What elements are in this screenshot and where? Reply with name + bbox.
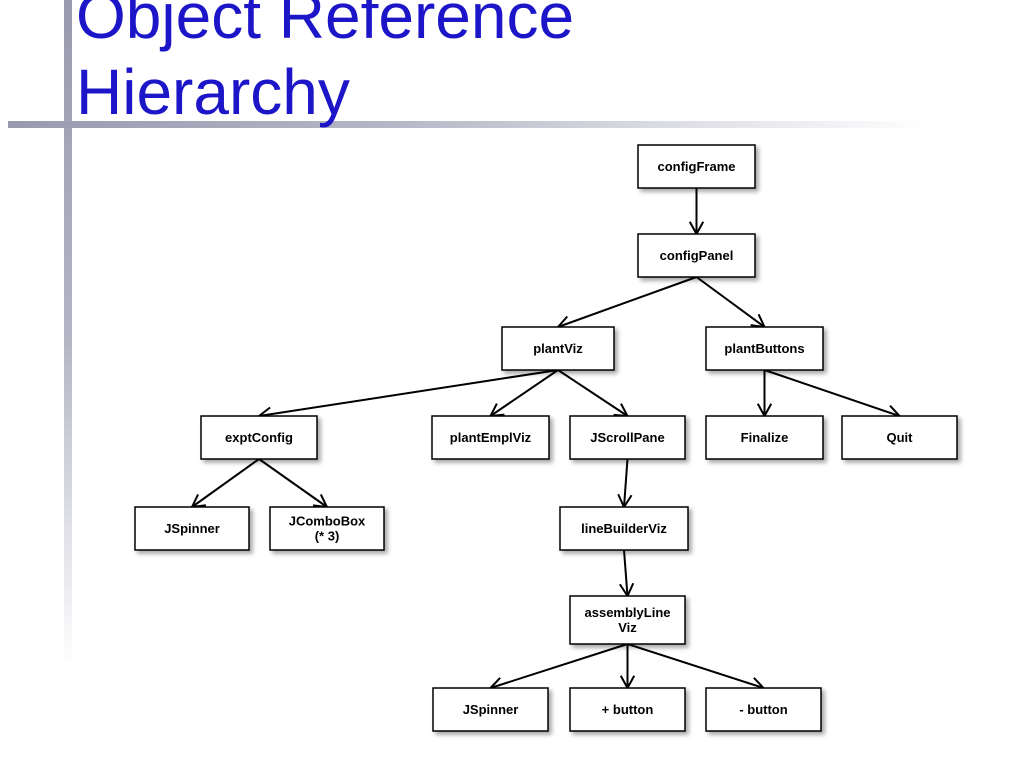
node-label: (* 3) [315,529,340,544]
node-label: plantViz [533,341,583,356]
node-quit: Quit [841,415,958,460]
edge-plant-buttons-to-finalize [756,370,773,419]
edge-line [557,276,697,328]
node-box [269,506,385,551]
edge-assembly-line-viz-to-minus-button [627,643,766,692]
node-label: exptConfig [225,430,293,445]
node-plant-empl-viz: plantEmplViz [431,415,550,460]
edge-plant-viz-to-jscroll-pane [557,369,630,418]
node-label: JSpinner [164,521,220,536]
node-label: Quit [887,430,914,445]
node-plus-button: + button [569,687,686,732]
node-minus-button: - button [705,687,822,732]
edge-line [191,458,260,508]
node-plant-viz: plantViz [501,326,615,371]
edge-line [623,458,629,508]
node-label: Finalize [741,430,789,445]
arrowhead-icon [613,403,630,418]
node-box [637,144,756,189]
edge-expt-config-to-jcombo-box [258,458,329,509]
node-config-frame: configFrame [637,144,756,189]
edge-line [695,276,766,328]
node-label: assemblyLine [585,605,671,620]
node-plant-buttons: plantButtons [705,326,824,371]
slide-title-line-1: Object Reference [76,0,575,52]
node-finalize: Finalize [705,415,824,460]
node-label: configFrame [657,159,735,174]
edge-line [258,369,559,417]
node-box [705,326,824,371]
node-box [569,687,686,732]
node-jscroll-pane: JScrollPane [569,415,686,460]
node-box [134,506,250,551]
diagram-nodes: configFrame configPanel plantViz plantButto… [134,144,958,732]
node-label: plantButtons [724,341,804,356]
node-box [501,326,615,371]
node-box [431,415,550,460]
node-label: JScrollPane [590,430,664,445]
edge-config-frame-to-config-panel [688,188,705,237]
node-box [705,415,824,460]
node-expt-config: exptConfig [200,415,318,460]
edge-line [627,643,764,689]
edge-line [623,549,629,597]
node-box [569,595,686,645]
node-label: lineBuilderViz [581,521,667,536]
node-jspinner2: JSpinner [432,687,549,732]
edge-assembly-line-viz-to-plus-button [619,644,636,691]
node-label: JSpinner [463,702,519,717]
node-box [569,415,686,460]
node-jspinner1: JSpinner [134,506,250,551]
node-config-panel: configPanel [637,233,756,278]
node-box [200,415,318,460]
edge-line-builder-viz-to-assembly-line-viz [619,549,635,599]
edge-plant-viz-to-plant-empl-viz [488,369,559,418]
edge-assembly-line-viz-to-jspinner2 [488,643,628,692]
node-box [559,506,689,551]
node-label: configPanel [660,248,734,263]
node-box [705,687,822,732]
edge-config-panel-to-plant-viz [556,276,697,331]
edge-jscroll-pane-to-line-builder-viz [617,458,633,510]
node-label: JComboBox [289,514,366,529]
edge-line [557,369,629,417]
edge-line [764,369,900,417]
edge-plant-buttons-to-quit [764,369,902,420]
node-box [432,687,549,732]
node-label: - button [739,702,787,717]
edge-line [490,643,628,689]
horizontal-accent-bar [8,121,928,128]
node-label: plantEmplViz [450,430,532,445]
node-label: + button [602,702,654,717]
vertical-accent-bar [64,0,72,668]
node-line-builder-viz: lineBuilderViz [559,506,689,551]
edge-expt-config-to-jspinner1 [190,458,260,509]
diagram-edges [190,188,902,692]
node-label: Viz [618,620,637,635]
edge-plant-viz-to-expt-config [256,369,559,422]
node-box [841,415,958,460]
node-jcombo-box: JComboBox(* 3) [269,506,385,551]
node-box [637,233,756,278]
edge-config-panel-to-plant-buttons [695,276,767,329]
edge-line [258,458,328,508]
slide-title-line-2: Hierarchy [76,56,350,128]
slide-title: Object Reference Hierarchy [76,0,574,130]
edge-line [489,369,559,417]
